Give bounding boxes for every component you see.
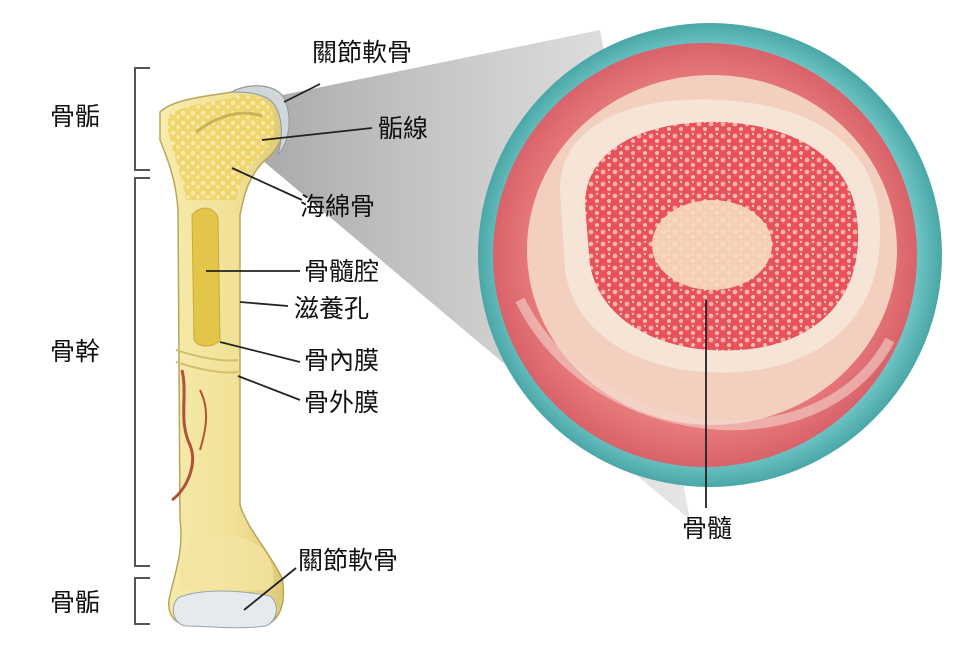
label-articular-cartilage-bottom: 關節軟骨: [298, 546, 399, 575]
label-epiphysis-bottom: 骨骺: [50, 588, 101, 617]
label-diaphysis: 骨幹: [50, 337, 101, 366]
leader-articular-cartilage-bottom: [243, 567, 297, 611]
bracket-diaphysis: [134, 177, 150, 567]
label-nutrient-foramen: 滋養孔: [294, 294, 370, 323]
leader-nutrient-foramen: [239, 301, 289, 307]
bracket-epiphysis-top: [134, 67, 150, 171]
leader-articular-cartilage-top: [283, 83, 321, 103]
label-periosteum: 骨外膜: [304, 388, 380, 417]
leader-lines: [206, 83, 707, 611]
label-marrow-cavity: 骨髓腔: [304, 257, 380, 286]
leader-periosteum: [237, 375, 301, 401]
region-brackets: [134, 67, 150, 625]
label-epiphysis-top: 骨骺: [50, 102, 101, 131]
label-epiphyseal-line: 骺線: [378, 114, 429, 143]
long-bone: [159, 85, 290, 629]
leader-epiphyseal-line: [261, 127, 373, 141]
label-spongy-bone: 海綿骨: [300, 192, 376, 221]
label-endosteum: 骨內膜: [304, 346, 380, 375]
bracket-epiphysis-bottom: [134, 577, 150, 625]
bone-cross-section: [478, 23, 942, 487]
leader-spongy-bone: [231, 167, 303, 201]
label-bone-marrow: 骨髓: [682, 514, 733, 543]
leader-endosteum: [219, 341, 301, 363]
label-articular-cartilage-top: 關節軟骨: [312, 38, 413, 67]
